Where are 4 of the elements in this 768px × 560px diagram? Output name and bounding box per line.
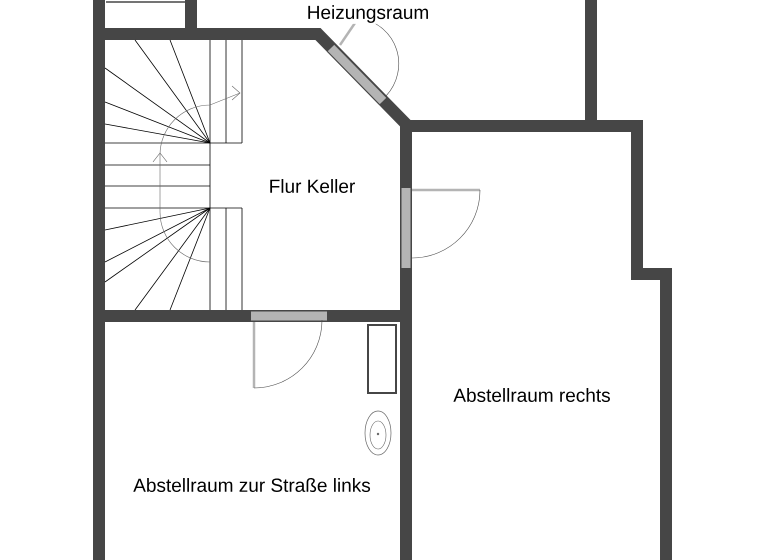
room-label: Heizungsraum — [306, 4, 430, 24]
room-label: Abstellraum zur Straße links — [132, 477, 372, 493]
room-label: Flur Keller — [268, 178, 356, 194]
room-label: Abstellraum rechts — [452, 387, 612, 403]
